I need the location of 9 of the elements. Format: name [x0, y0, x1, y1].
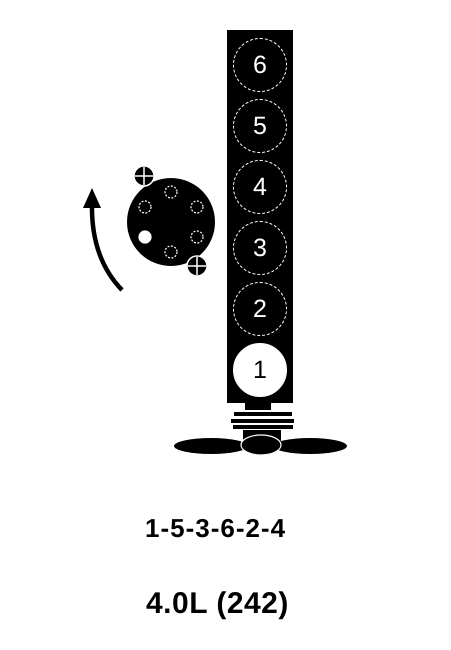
cylinder: 2	[233, 282, 287, 336]
engine-size: 4.0L (242)	[146, 587, 289, 620]
cylinder: 4	[233, 160, 287, 214]
engine-block	[227, 30, 293, 403]
cylinder: 3	[233, 221, 287, 275]
cylinder: 6	[233, 38, 287, 92]
firing-order: 1-5-3-6-2-4	[145, 514, 286, 543]
cylinder: 5	[233, 99, 287, 153]
cylinder: 1	[233, 343, 287, 397]
